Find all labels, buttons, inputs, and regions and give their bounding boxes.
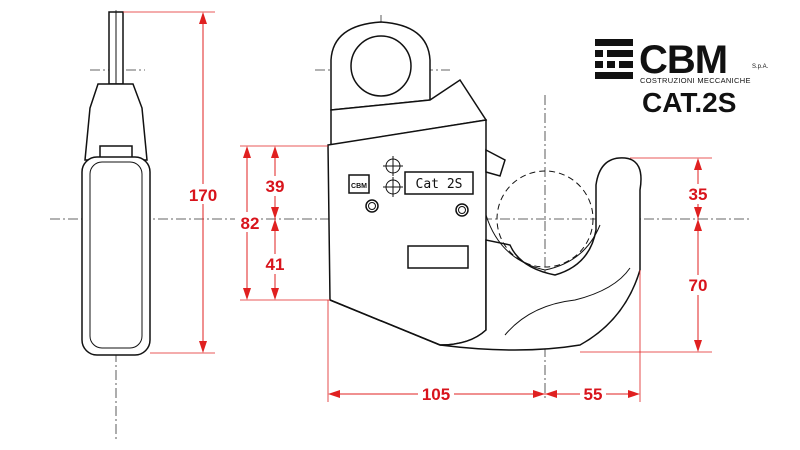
blank-plate [407,245,469,269]
brand-tagline: COSTRUZIONI MECCANICHE [640,76,751,85]
dim-upper-body: 39 [266,177,285,196]
side-lower-body [81,156,151,356]
eye-hole [350,35,412,97]
brand-suffix: S.p.A. [752,64,769,70]
plate-logo-box [348,174,370,194]
brand-mark-icon [595,39,633,79]
dim-hook-width: 55 [584,385,603,404]
model-name: CAT.2S [642,87,736,118]
label-plate [404,171,474,195]
side-collar [99,145,133,159]
main-body [327,119,487,346]
bolt-right [455,203,469,217]
brand-name: CBM [639,38,727,82]
latch [485,148,506,177]
pin-hidden-outline [496,170,594,268]
dim-body-height: 82 [241,214,260,233]
plate-logo-text: CBM [351,183,367,190]
brand-logo: CBM S.p.A. COSTRUZIONI MECCANICHE CAT.2S [595,38,769,118]
dim-body-width: 105 [422,385,450,404]
side-upper-body [84,83,148,161]
dim-lower-body: 41 [266,255,285,274]
plate-label: Cat 2S [416,177,463,192]
upper-wedge [330,78,488,146]
dim-hook-lower: 70 [689,276,708,295]
front-view: CBM Cat 2S [327,21,642,351]
bolt-left [365,199,379,213]
dim-hook-upper: 35 [689,185,708,204]
hook-jaw [485,214,601,271]
dim-overall-height: 170 [189,186,217,205]
side-view [81,11,151,356]
dimensions: 170 82 39 41 35 70 [123,11,712,404]
